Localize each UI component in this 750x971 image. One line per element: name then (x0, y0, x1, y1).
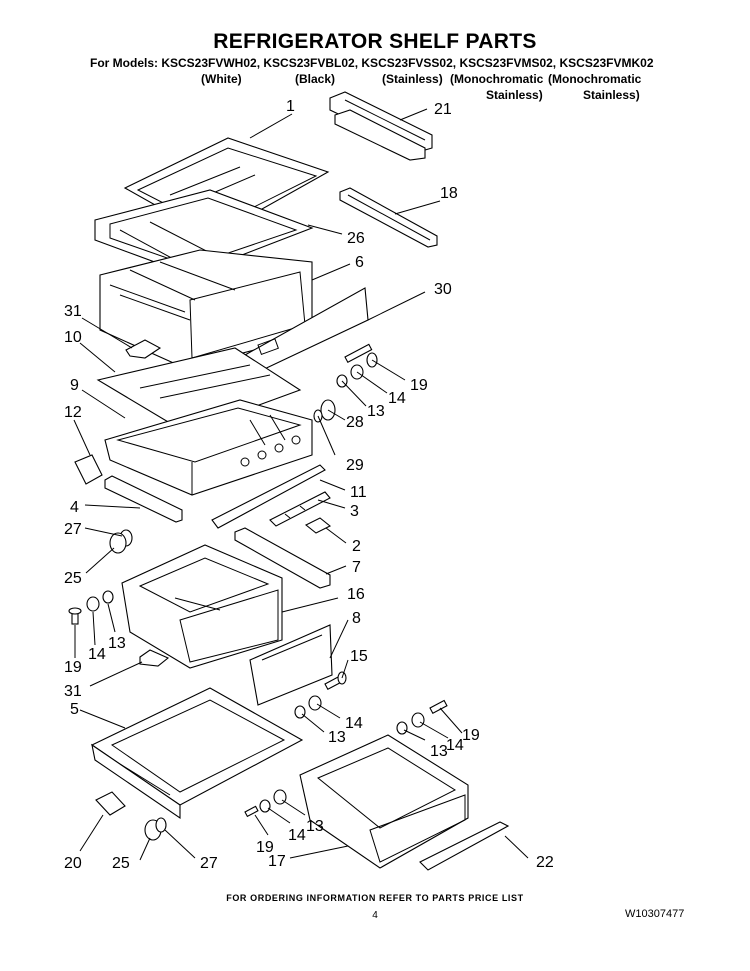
variant-mono-1-line-1: (Monochromatic (450, 72, 544, 86)
callout-8: 8 (352, 610, 361, 627)
hardware-right (396, 699, 448, 735)
models-line: For Models: KSCS23FVWH02, KSCS23FVBL02, … (90, 56, 654, 70)
variant-white: (White) (201, 72, 242, 86)
callout-19-lower: 19 (256, 839, 274, 856)
variant-black: (Black) (295, 72, 336, 86)
part-15-screw (324, 671, 347, 691)
part-20-cap (95, 791, 126, 816)
callout-14-upper: 14 (388, 390, 406, 407)
callout-11: 11 (350, 484, 367, 501)
callout-20: 20 (64, 855, 82, 872)
hardware-lower-left (244, 789, 287, 818)
part-5-lower-shelf (90, 687, 304, 820)
callout-31-lower: 31 (64, 683, 82, 700)
part-22-handle (419, 821, 510, 871)
callout-7: 7 (352, 559, 361, 576)
callout-19-upper: 19 (410, 377, 428, 394)
part-27-25-roller-upper (109, 529, 133, 554)
callout-26: 26 (347, 230, 365, 247)
callout-31-upper: 31 (64, 303, 82, 320)
part-26-shelf-frame (94, 189, 314, 276)
callout-1: 1 (286, 98, 295, 115)
part-7-rail (234, 527, 331, 589)
variant-mono-2-line-2: Stainless) (583, 88, 640, 102)
callout-6: 6 (355, 254, 364, 271)
callout-13-left: 13 (108, 635, 126, 652)
part-17-freezer-drawer (299, 734, 469, 869)
callout-13-upper: 13 (367, 403, 385, 420)
variant-stainless: (Stainless) (382, 72, 443, 86)
callout-2: 2 (352, 538, 361, 555)
callout-28: 28 (346, 414, 364, 431)
part-3-slotted-rail (269, 491, 331, 527)
callout-16: 16 (347, 586, 365, 603)
callout-25-lower: 25 (112, 855, 130, 872)
callout-5: 5 (70, 701, 79, 718)
part-9-shelf-base (104, 399, 313, 496)
callout-14-left: 14 (88, 646, 106, 663)
callout-9: 9 (70, 377, 79, 394)
callout-14-center: 14 (345, 715, 363, 732)
callout-13-right: 13 (430, 743, 448, 760)
part-8-drawer-front (249, 624, 333, 706)
part-11-rail-bar (211, 464, 326, 529)
callout-14-lower: 14 (288, 827, 306, 844)
part-10-glass-insert (96, 347, 302, 433)
callout-30: 30 (434, 281, 452, 298)
callout-14-right: 14 (446, 737, 464, 754)
part-21-rail-assembly (329, 91, 433, 161)
callout-10: 10 (64, 329, 82, 346)
callout-25-upper: 25 (64, 570, 82, 587)
callout-18: 18 (440, 185, 458, 202)
hardware-left-middle (68, 590, 114, 625)
callout-21: 21 (434, 101, 452, 118)
callout-29: 29 (346, 457, 364, 474)
part-2-bracket (304, 517, 332, 534)
part-12-end-cap (74, 454, 103, 485)
callout-numbers: 1 21 18 26 6 30 31 10 9 12 19 14 13 28 2… (64, 98, 554, 872)
callout-3: 3 (350, 503, 359, 520)
page-number: 4 (372, 910, 378, 921)
part-4-front-rail (104, 475, 183, 523)
callout-22: 22 (536, 854, 554, 871)
callout-13-center: 13 (328, 729, 346, 746)
callout-12: 12 (64, 404, 82, 421)
part-6-crisper-housing (99, 249, 313, 369)
ordering-note: FOR ORDERING INFORMATION REFER TO PARTS … (226, 893, 524, 903)
callout-19-left: 19 (64, 659, 82, 676)
part-18-rail (339, 187, 438, 248)
part-16-crisper-drawer (121, 544, 283, 669)
part-31-clip-upper (125, 339, 162, 359)
callout-13-lower: 13 (306, 818, 324, 835)
document-number: W10307477 (625, 908, 685, 920)
callout-17: 17 (268, 853, 286, 870)
callout-19-right: 19 (462, 727, 480, 744)
part-25-27-roller-lower (144, 817, 167, 841)
callout-4: 4 (70, 499, 79, 516)
variant-mono-2-line-1: (Monochromatic (548, 72, 642, 86)
callout-27-upper: 27 (64, 521, 82, 538)
variant-mono-1-line-2: Stainless) (486, 88, 543, 102)
page-title: REFRIGERATOR SHELF PARTS (213, 30, 537, 53)
leader-lines (73, 108, 529, 861)
callout-15: 15 (350, 648, 368, 665)
callout-27-lower: 27 (200, 855, 218, 872)
hardware-center (294, 695, 322, 719)
